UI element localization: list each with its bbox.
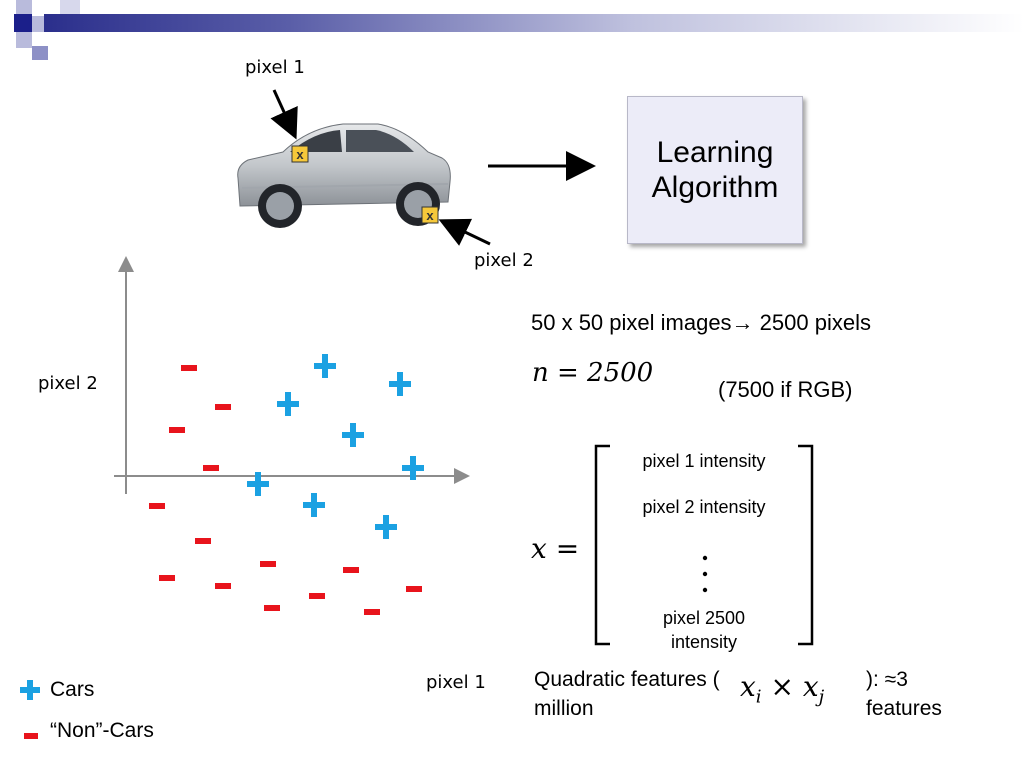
rgb-note: (7500 if RGB) [718, 377, 853, 402]
legend-item-cars: Cars [20, 676, 154, 704]
pixel2-label: pixel 2 [474, 250, 534, 271]
minus-marker [309, 593, 325, 599]
svg-text:x: x [296, 147, 304, 162]
algorithm-title-line2: Algorithm [651, 171, 779, 204]
minus-marker [181, 365, 197, 371]
minus-marker [264, 605, 280, 611]
algorithm-title-line1: Learning [656, 136, 774, 169]
minus-marker [215, 583, 231, 589]
pixel1-label: pixel 1 [245, 57, 305, 78]
pixel1-marker [291, 145, 309, 163]
term-j: j [818, 686, 825, 708]
plus-marker [247, 472, 269, 496]
times-sign: × [770, 670, 794, 703]
n-equation: n = 2500 [532, 358, 654, 388]
minus-marker [159, 575, 175, 581]
vector-entry-2: pixel 2 intensity [642, 497, 766, 517]
corner-squares-decoration [0, 0, 80, 60]
minus-icon [24, 733, 38, 739]
y-axis-label: pixel 2 [38, 373, 98, 394]
plus-icon [20, 680, 40, 700]
pixel2-marker [421, 206, 439, 224]
quadratic-term: xi × xj [740, 670, 824, 708]
car-image: x x [237, 123, 451, 228]
vector-brackets [594, 444, 814, 646]
plus-marker [389, 372, 411, 396]
legend-label-noncars: “Non”-Cars [50, 719, 154, 742]
plus-marker [303, 493, 325, 517]
quadratic-prefix-line2: million [534, 697, 594, 720]
minus-marker [195, 538, 211, 544]
learning-algorithm-box: Learning Algorithm [627, 96, 803, 244]
quadratic-prefix: Quadratic features ( [534, 668, 720, 691]
plus-marker [277, 392, 299, 416]
minus-marker [343, 567, 359, 573]
plus-marker [402, 456, 424, 480]
minus-marker [364, 609, 380, 615]
minus-marker [215, 404, 231, 410]
vector-entry-1: pixel 1 intensity [642, 451, 766, 471]
term-i: i [755, 686, 762, 708]
quadratic-text-left: Quadratic features ( million [534, 665, 720, 723]
vector-lhs: x = [531, 532, 580, 565]
legend-label-cars: Cars [50, 678, 95, 701]
plus-marker [375, 515, 397, 539]
minus-marker [260, 561, 276, 567]
minus-marker [149, 503, 165, 509]
vector-entry-3: pixel 2500 intensity [662, 608, 746, 652]
minus-marker [169, 427, 185, 433]
minus-marker [203, 465, 219, 471]
svg-text:x: x [426, 208, 434, 223]
pixels-count-text: 50 x 50 pixel images→ 2500 pixels [531, 310, 871, 335]
plus-marker [342, 423, 364, 447]
legend-item-noncars: “Non”-Cars [20, 716, 154, 746]
minus-marker [406, 586, 422, 592]
x-axis-label: pixel 1 [426, 672, 486, 693]
term-xj: x [802, 670, 819, 703]
term-xi: x [740, 670, 756, 703]
header-gradient-bar [44, 14, 1024, 32]
legend: Cars “Non”-Cars [20, 676, 154, 746]
quadratic-suffix-line2: features [866, 697, 942, 720]
quadratic-suffix: ): ≈3 [866, 668, 908, 691]
quadratic-text-right: ): ≈3 features [866, 665, 942, 723]
plus-marker [314, 354, 336, 378]
